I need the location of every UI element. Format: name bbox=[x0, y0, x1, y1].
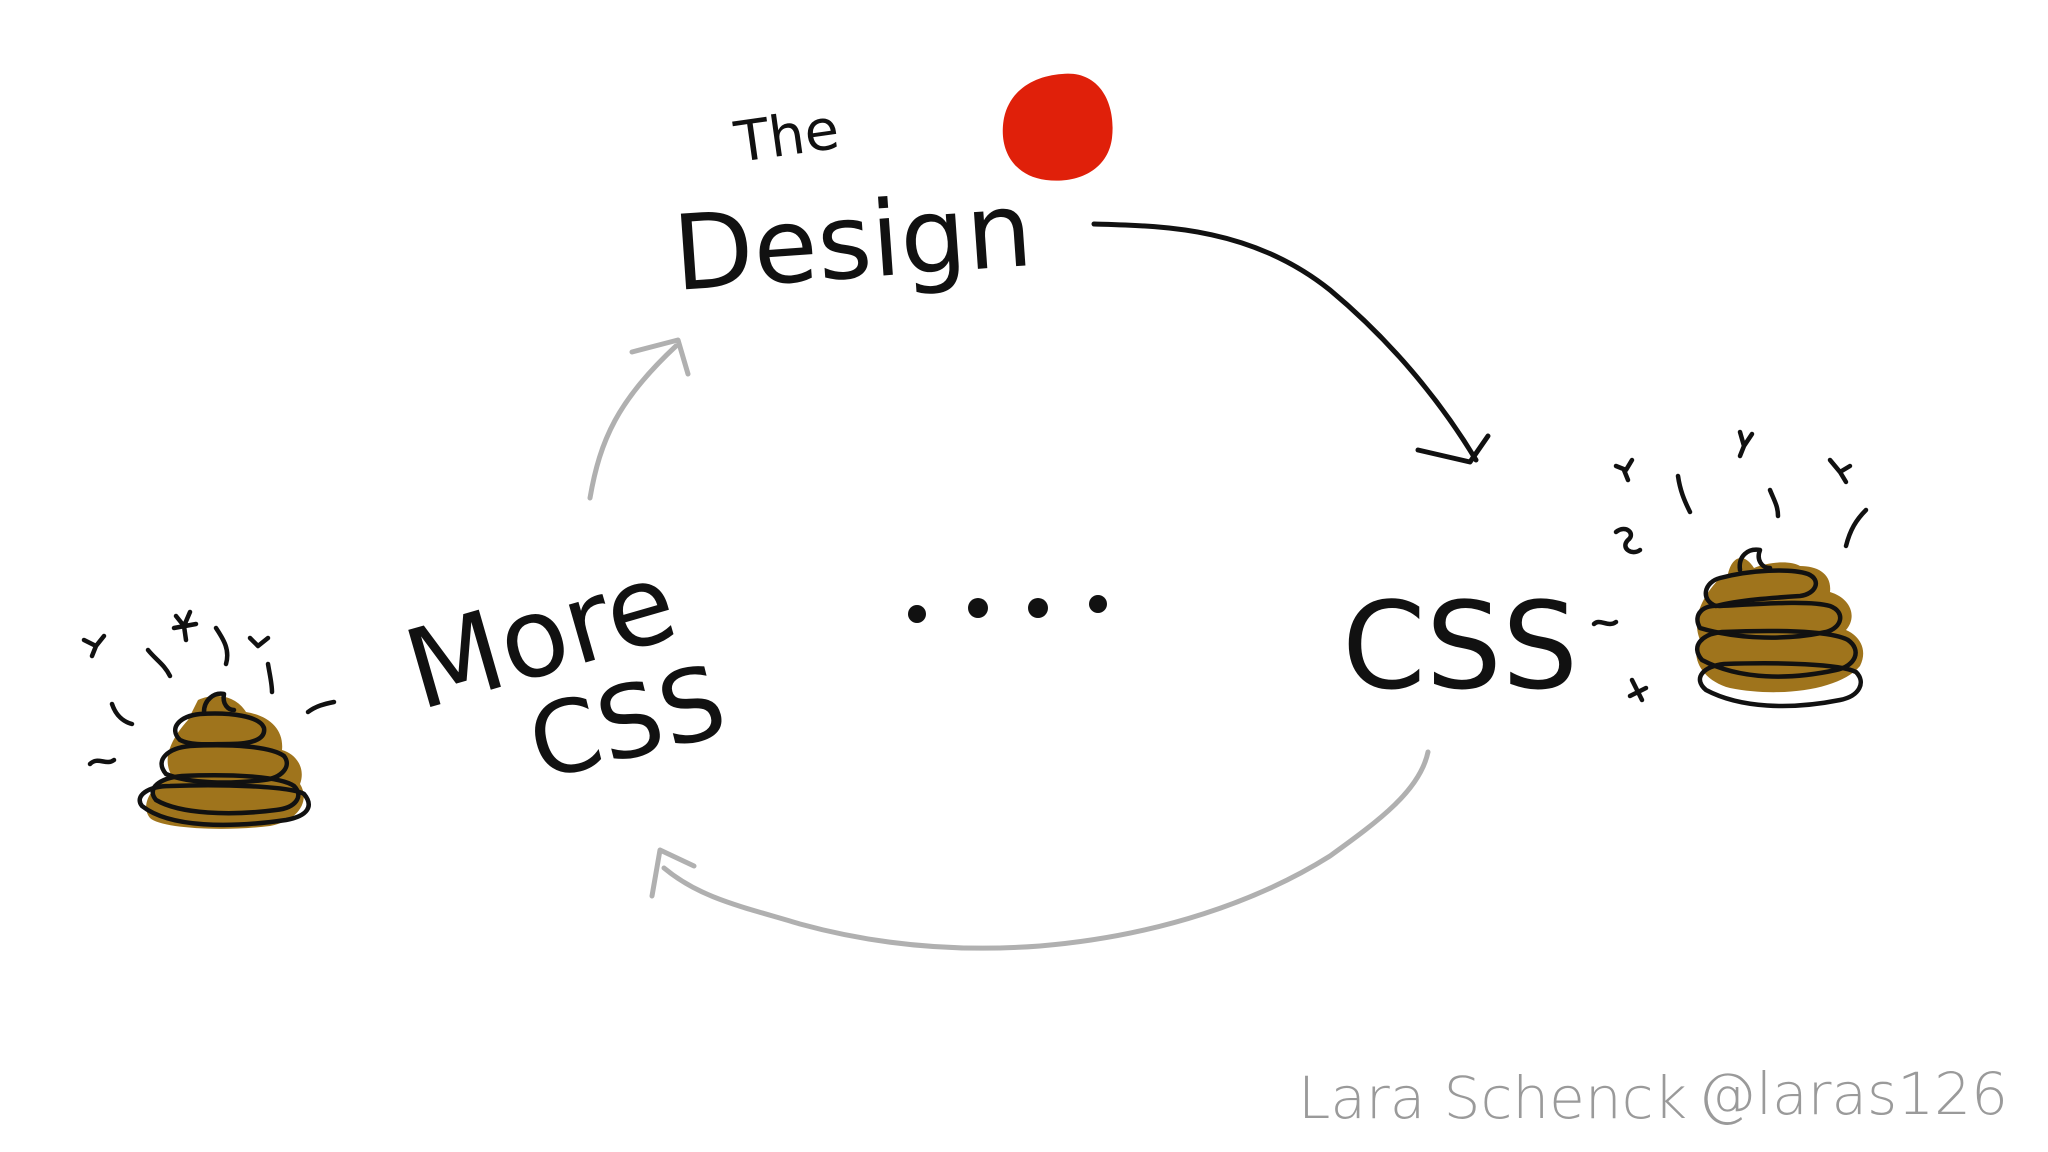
ellipsis-dot bbox=[908, 605, 926, 623]
design-node: The Design bbox=[669, 73, 1113, 315]
arrow-design-to-css bbox=[1091, 221, 1491, 465]
ellipsis bbox=[908, 595, 1107, 623]
design-label: Design bbox=[669, 168, 1036, 315]
poop-icon-left bbox=[81, 609, 337, 829]
arrow-css-to-more-css bbox=[649, 749, 1431, 951]
author-handle: @laras126 bbox=[1698, 1060, 2008, 1128]
ellipsis-dot bbox=[1028, 598, 1048, 618]
ellipsis-dot bbox=[1089, 595, 1107, 613]
more-css-node: More CSS bbox=[392, 537, 737, 804]
author-credit: Lara Schenck bbox=[1298, 1064, 1687, 1132]
arrow-more-css-to-design bbox=[587, 337, 691, 501]
red-dot-icon bbox=[1002, 73, 1113, 181]
poop-fill-right bbox=[1696, 557, 1864, 693]
css-label: CSS bbox=[1342, 578, 1578, 717]
design-label-the: The bbox=[730, 97, 843, 176]
poop-icon-right bbox=[1591, 429, 1869, 709]
ellipsis-dot bbox=[968, 598, 988, 618]
